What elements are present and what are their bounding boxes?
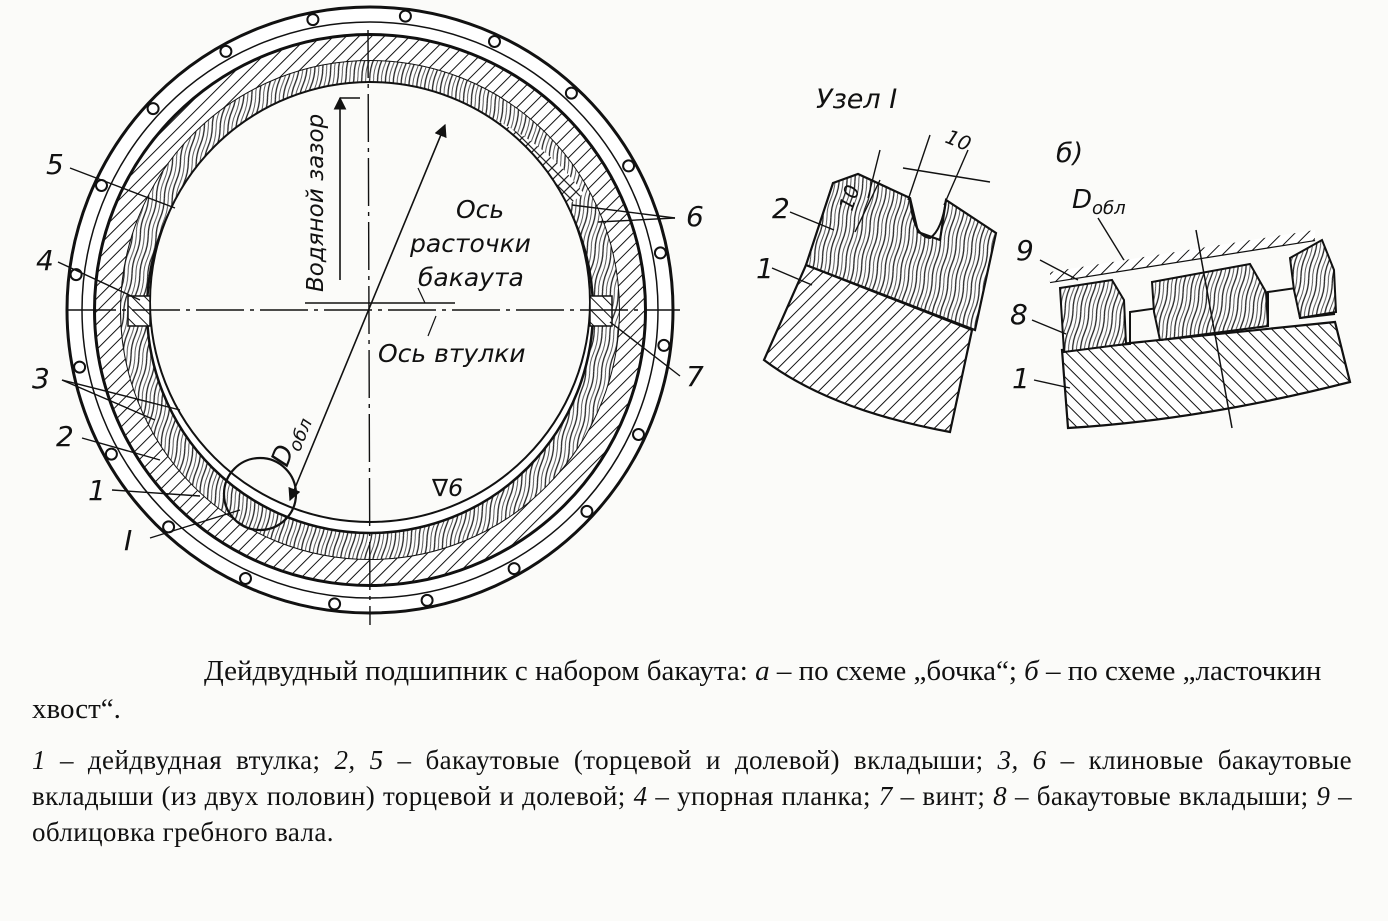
bakaut-axis-label-2: расточки	[409, 229, 531, 258]
label-5: 5	[46, 148, 64, 181]
leader-node-2	[789, 211, 835, 231]
fig-b-d-label: D обл	[1072, 185, 1126, 219]
bolt-hole	[420, 593, 434, 607]
bolt-hole	[306, 13, 320, 27]
bolt-hole	[398, 9, 412, 23]
bolt-hole	[657, 338, 671, 352]
figure-caption: Дейдвудный подшипник с набором бакаута: …	[32, 652, 1352, 728]
bolt-hole	[146, 102, 160, 116]
label-2: 2	[56, 420, 74, 453]
label-6: 6	[686, 200, 704, 233]
caption-part-1: Дейдвудный подшипник с набором бакаута:	[204, 655, 748, 687]
bolt-hole	[73, 360, 87, 374]
label-7: 7	[686, 360, 704, 393]
dovetail-detail	[1049, 229, 1352, 430]
label-node-i: I	[124, 524, 132, 557]
bolt-hole	[219, 44, 233, 58]
bolt-hole	[488, 35, 501, 48]
dimension-10-top: 10	[942, 124, 975, 156]
caption-b: б	[1024, 655, 1039, 687]
leader-b-8	[1031, 319, 1067, 335]
legend-item: 9 – облицовка гребного вала.	[32, 781, 1353, 847]
sleeve-axis-leader	[427, 315, 437, 337]
legend-item: 2, 5 – бакаутовые (торцевой и долевой) в…	[334, 745, 984, 775]
legend-item: 3, 6 – клиновые бакаутовые вкладыши (из …	[32, 745, 1353, 811]
bakaut-axis-label-3: бакаута	[418, 263, 524, 292]
fig-b-label-8: 8	[1010, 298, 1028, 331]
label-1: 1	[88, 474, 106, 507]
node-detail	[762, 172, 998, 434]
fig-b-label-9: 9	[1016, 234, 1034, 267]
bolt-hole	[507, 562, 521, 576]
node-title: Узел I	[816, 84, 897, 115]
label-3: 3	[32, 362, 50, 395]
diameter-line	[288, 123, 447, 502]
bolt-hole	[564, 86, 578, 100]
svg-text:D: D	[1072, 185, 1092, 215]
leader-b-9	[1039, 259, 1079, 281]
legend-item: 1 – дейдвудная втулка;	[32, 745, 321, 775]
node-label-2: 2	[772, 192, 790, 225]
caption-part-3: – по схеме „ласточкин хвост“.	[32, 655, 1322, 725]
svg-text:обл: обл	[1092, 198, 1126, 219]
caption-part-2: – по схеме „бочка“;	[776, 655, 1017, 687]
node-label-1: 1	[756, 252, 774, 285]
bolt-hole	[104, 447, 118, 461]
bolt-hole	[622, 159, 636, 173]
bolt-hole	[580, 504, 594, 518]
legend-item: 8 – бакаутовые вкладыши;	[993, 781, 1309, 811]
bolt-holes	[69, 9, 671, 611]
fig-b-label-1: 1	[1012, 362, 1030, 395]
legend-item: 4 – упорная планка;	[633, 781, 871, 811]
caption-a: а	[755, 655, 770, 687]
fig-b-label: б)	[1056, 138, 1083, 169]
leader-node-1	[771, 267, 813, 286]
sleeve-axis-label: Ось втулки	[378, 339, 526, 368]
bolt-hole	[239, 572, 252, 585]
bolt-hole	[653, 246, 667, 260]
legend-item: 7 – винт;	[878, 781, 986, 811]
leader-b-1	[1033, 379, 1071, 389]
roughness-mark: ∇6	[431, 474, 463, 502]
bakaut-axis-label-1: Ось	[456, 195, 504, 224]
legend: 1 – дейдвудная втулка; 2, 5 – бакаутовые…	[32, 742, 1352, 850]
node-i-circle	[222, 456, 298, 532]
bolt-hole	[328, 597, 342, 611]
label-4: 4	[36, 244, 54, 277]
leader-lines-a	[57, 167, 681, 539]
node-dimensions	[854, 134, 991, 233]
bolt-hole	[632, 428, 645, 441]
bakaut-axis-leader	[417, 287, 426, 304]
water-gap-label: Водяной зазор	[303, 114, 329, 292]
bearing-figure: Водяной зазор D обл Ось расточки бакаута…	[32, 5, 1352, 626]
